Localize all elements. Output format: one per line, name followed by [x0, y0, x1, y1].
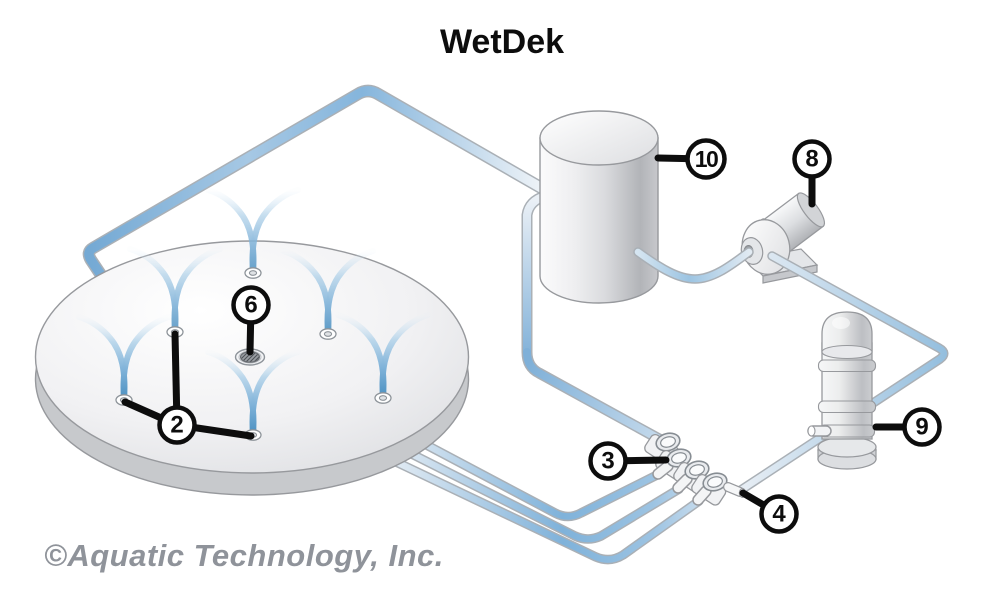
fountain — [76, 314, 172, 403]
pump — [740, 192, 826, 284]
wetdek-deck — [34, 240, 470, 496]
callout-9: 9 — [872, 407, 942, 447]
callout-10-number: 10 — [695, 146, 718, 172]
copyright-text: ©Aquatic Technology, Inc. — [44, 538, 444, 573]
storage-tank — [539, 110, 659, 304]
fountain — [127, 246, 223, 335]
deck-drain — [234, 348, 266, 366]
filter-port — [807, 425, 832, 437]
callout-8-number: 8 — [805, 146, 818, 173]
callout-8: 8 — [792, 139, 832, 208]
callout-10: 10 — [654, 138, 727, 180]
fountain — [205, 187, 301, 276]
spray-nozzle — [374, 392, 392, 404]
fountain — [205, 349, 301, 438]
spray-nozzle — [319, 328, 337, 340]
fountain — [335, 312, 431, 401]
callout-4: 4 — [739, 489, 799, 534]
valve-manifold — [644, 432, 747, 506]
pump-outlet-pipe — [736, 251, 949, 495]
callouts: 2 6 3 4 8 9 — [121, 138, 942, 534]
supply-pipe-deck-to-tank — [82, 84, 552, 285]
callout-2-number: 2 — [170, 412, 183, 439]
tank-to-pump-pipe — [633, 247, 754, 284]
callout-6: 6 — [231, 285, 271, 356]
manifold-valve — [691, 472, 728, 506]
callout-3-number: 3 — [601, 448, 614, 475]
callout-9-number: 9 — [915, 414, 928, 441]
callout-3: 3 — [588, 441, 670, 481]
callout-6-number: 6 — [244, 292, 257, 319]
spray-nozzle — [244, 267, 262, 279]
callout-4-number: 4 — [772, 501, 786, 528]
fountain — [280, 248, 376, 337]
diagram-title: WetDek — [440, 23, 564, 61]
fountains — [76, 187, 431, 438]
filter-canister — [807, 311, 877, 470]
deck-return-pipes — [345, 410, 704, 565]
callout-2: 2 — [121, 330, 255, 445]
